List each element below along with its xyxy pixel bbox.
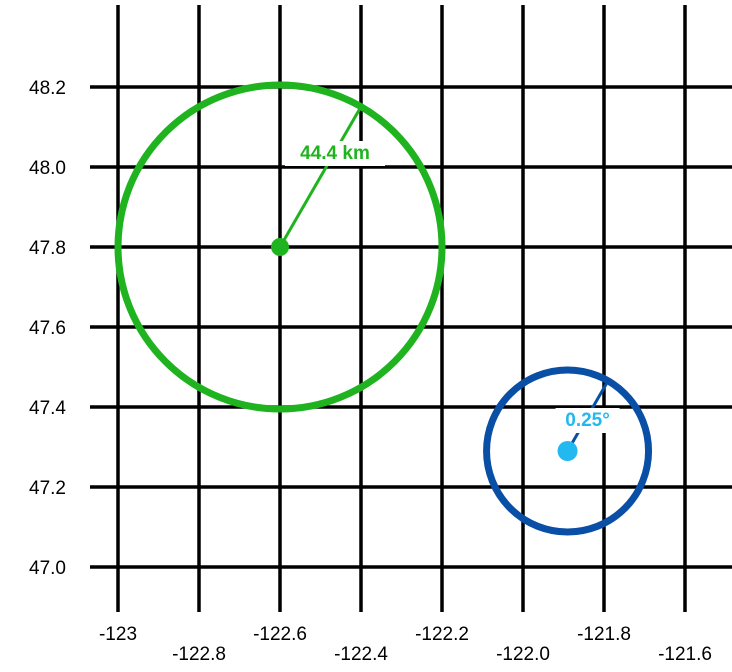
blue-angle-label: 0.25° (565, 410, 610, 431)
latitude-tick-label: 48.2 (29, 78, 66, 99)
latitude-tick-label: 48.0 (29, 158, 66, 179)
green-radius-line (278, 105, 363, 248)
blue-center-point (557, 441, 578, 461)
blue-label-background (555, 408, 620, 433)
green-distance-label: 44.4 km (300, 143, 370, 164)
latitude-tick-label: 47.6 (29, 318, 66, 339)
longitude-tick-label: -121.8 (577, 624, 631, 645)
longitude-tick-label: -122.4 (334, 644, 388, 665)
graticule (90, 5, 732, 612)
longitude-tick-label: -123 (99, 624, 137, 645)
longitude-tick-label: -122.6 (253, 624, 307, 645)
latitude-tick-label: 47.4 (29, 398, 66, 419)
latitude-tick-labels: 48.2 48.0 47.8 47.6 47.4 47.2 47.0 (29, 78, 66, 579)
longitude-tick-label: -122.0 (496, 644, 550, 665)
latitude-tick-label: 47.2 (29, 478, 66, 499)
longitude-tick-labels: -123 -122.8 -122.6 -122.4 -122.2 -122.0 -121.8… (99, 624, 712, 665)
latitude-tick-label: 47.8 (29, 238, 66, 259)
green-center-point (271, 238, 289, 256)
latitude-tick-label: 47.0 (29, 558, 66, 579)
longitude-tick-label: -122.2 (415, 624, 469, 645)
longitude-tick-label: -121.6 (658, 644, 712, 665)
longitude-tick-label: -122.8 (172, 644, 226, 665)
green-radius-circle (114, 81, 446, 413)
blue-radius-circle (483, 366, 653, 536)
green-label-background (285, 141, 385, 166)
circle-layer: 44.4 km 0.25° (114, 81, 653, 536)
